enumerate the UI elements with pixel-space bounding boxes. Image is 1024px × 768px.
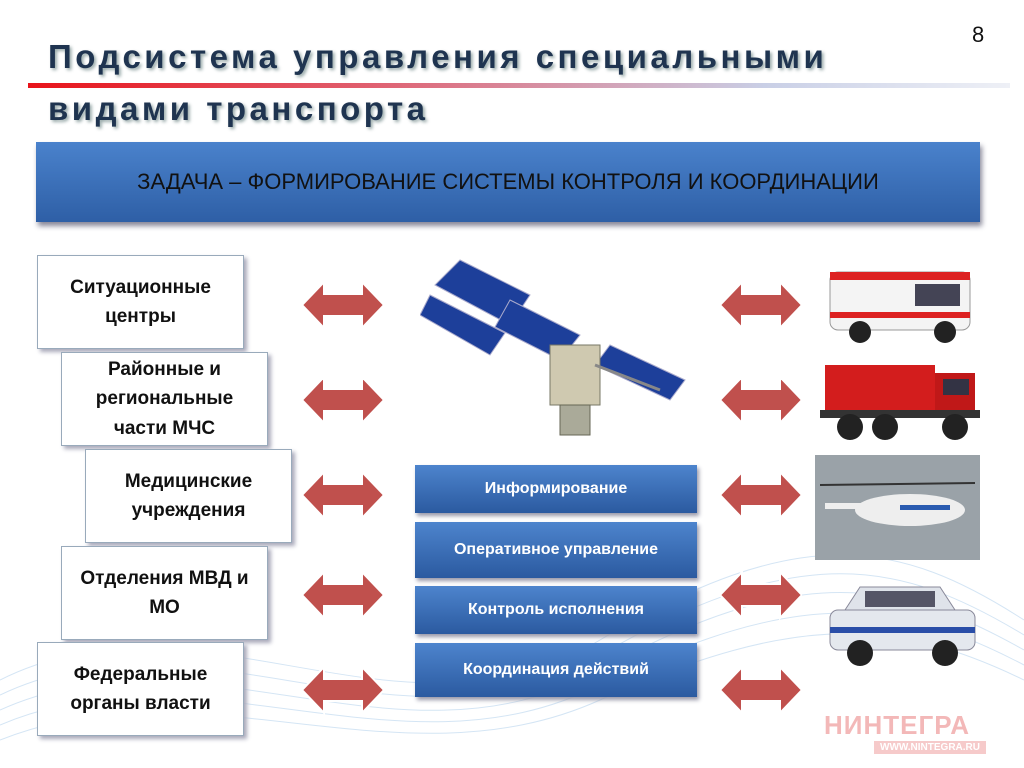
- left-box-medical: Медицинские учреждения: [85, 449, 292, 543]
- double-arrow-icon: [718, 374, 804, 426]
- left-box-situation-centers: Ситуационные центры: [37, 255, 244, 349]
- double-arrow-icon: [300, 569, 386, 621]
- double-arrow-icon: [718, 569, 804, 621]
- middle-box-operational: Оперативное управление: [415, 522, 697, 578]
- helicopter-image: [815, 455, 980, 560]
- title-line-2: видами транспорта: [48, 90, 429, 127]
- middle-box-control: Контроль исполнения: [415, 586, 697, 634]
- left-box-mchs: Районные и региональные части МЧС: [61, 352, 268, 446]
- task-banner: ЗАДАЧА – ФОРМИРОВАНИЕ СИСТЕМЫ КОНТРОЛЯ И…: [36, 142, 980, 222]
- middle-box-label: Координация действий: [463, 661, 649, 678]
- middle-box-informing: Информирование: [415, 465, 697, 513]
- double-arrow-icon: [718, 664, 804, 716]
- middle-box-label: Оперативное управление: [453, 541, 659, 558]
- title-divider: [28, 83, 1010, 88]
- double-arrow-icon: [300, 469, 386, 521]
- middle-box-coordination: Координация действий: [415, 643, 697, 697]
- left-box-label: Районные и региональные части МЧС: [95, 358, 234, 439]
- left-box-mvd: Отделения МВД и МО: [61, 546, 268, 640]
- middle-box-label: Информирование: [484, 480, 628, 497]
- police-car-image: [829, 586, 976, 666]
- left-box-federal: Федеральные органы власти: [37, 642, 244, 736]
- double-arrow-icon: [300, 374, 386, 426]
- middle-box-label: Контроль исполнения: [468, 601, 644, 618]
- page-number: 8: [972, 22, 985, 47]
- left-box-label: Медицинские учреждения: [124, 470, 253, 521]
- fire-truck-image: [820, 365, 980, 440]
- double-arrow-icon: [300, 279, 386, 331]
- left-box-label: Федеральные органы власти: [70, 663, 211, 714]
- double-arrow-icon: [300, 664, 386, 716]
- title-line-1: Подсистема управления специальными: [48, 38, 828, 75]
- left-box-label: Ситуационные центры: [70, 276, 211, 327]
- left-box-label: Отделения МВД и МО: [80, 567, 249, 618]
- logo-name: НИНТЕГРА: [824, 710, 971, 740]
- satellite-image: [420, 259, 686, 436]
- double-arrow-icon: [718, 279, 804, 331]
- logo-url: WWW.NINTEGRA.RU: [874, 741, 986, 754]
- nintegra-logo: НИНТЕГРА WWW.NINTEGRA.RU: [824, 710, 986, 754]
- ambulance-image: [829, 271, 971, 343]
- task-banner-text: ЗАДАЧА – ФОРМИРОВАНИЕ СИСТЕМЫ КОНТРОЛЯ И…: [137, 169, 879, 194]
- double-arrow-icon: [718, 469, 804, 521]
